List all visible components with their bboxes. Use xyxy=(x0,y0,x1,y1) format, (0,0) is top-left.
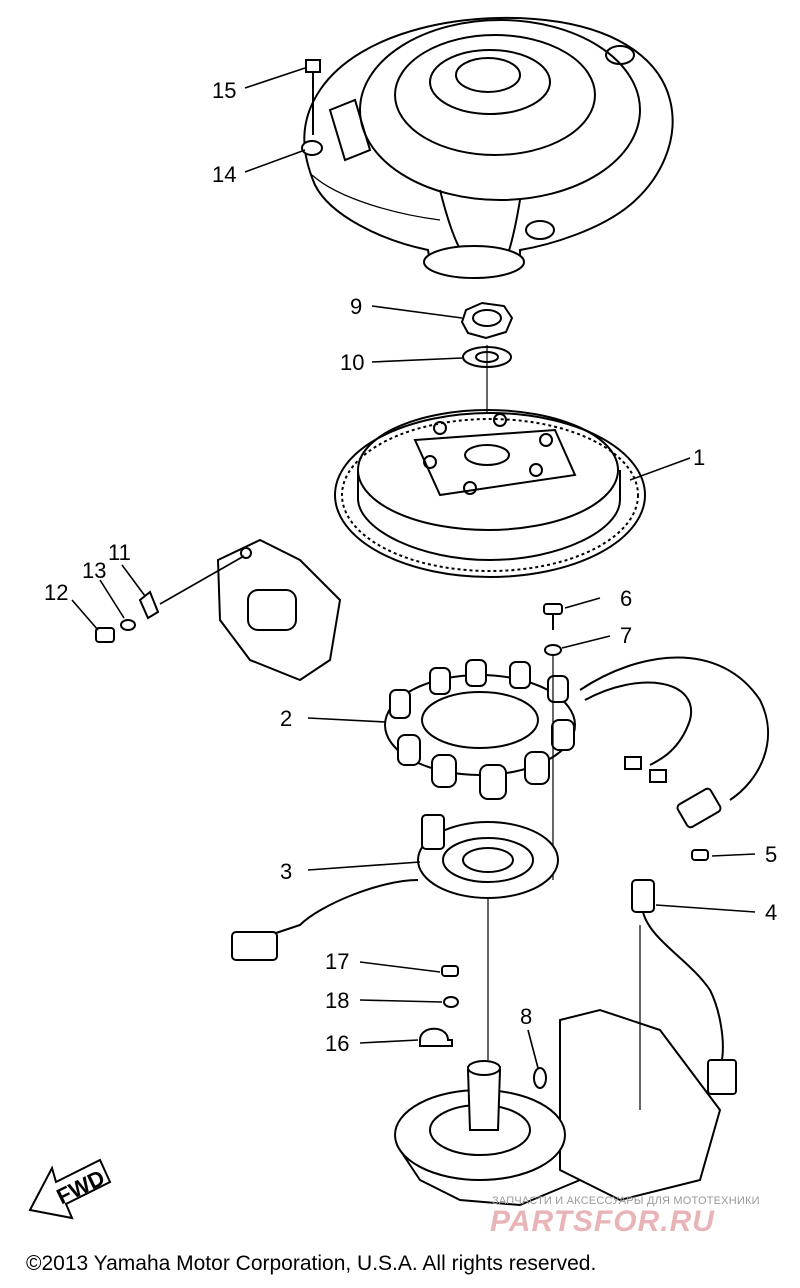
callout-13: 13 xyxy=(82,558,106,583)
callout-12: 12 xyxy=(44,580,68,605)
collar-14 xyxy=(301,140,323,156)
callout-16: 16 xyxy=(325,1031,349,1056)
callout-11: 11 xyxy=(108,540,131,565)
pulser-coil-3 xyxy=(231,814,559,961)
carburetor-bracket xyxy=(216,538,342,682)
power-head-base xyxy=(394,1008,722,1207)
washer-18 xyxy=(443,996,459,1008)
copyright-notice: ©2013 Yamaha Motor Corporation, U.S.A. A… xyxy=(26,1252,597,1275)
callout-10: 10 xyxy=(340,350,364,375)
callout-3: 3 xyxy=(280,859,292,884)
callout-5: 5 xyxy=(765,842,777,867)
washer-13 xyxy=(120,619,136,631)
bolt-12 xyxy=(95,627,115,643)
washer-7 xyxy=(544,644,562,656)
callout-14: 14 xyxy=(212,162,236,187)
callout-labels: 15 14 9 10 1 11 13 12 6 7 2 3 5 4 17 18 … xyxy=(44,78,777,1056)
bolt-15 xyxy=(305,59,321,135)
callout-9: 9 xyxy=(350,294,362,319)
flywheel-1 xyxy=(334,409,646,578)
nut-9 xyxy=(460,301,514,340)
callout-6: 6 xyxy=(620,586,632,611)
screw-5 xyxy=(691,849,709,861)
callout-7: 7 xyxy=(620,623,632,648)
bolt-6 xyxy=(543,603,563,630)
callout-18: 18 xyxy=(325,988,349,1013)
coil-4 xyxy=(631,879,737,1095)
screw-17 xyxy=(441,965,459,977)
callout-15: 15 xyxy=(212,78,236,103)
clamp-16 xyxy=(419,1027,453,1047)
callout-2: 2 xyxy=(280,706,292,731)
callout-1: 1 xyxy=(693,445,705,470)
callout-8: 8 xyxy=(520,1004,532,1029)
fwd-arrow: FWD xyxy=(28,1158,112,1220)
callout-4: 4 xyxy=(765,900,777,925)
watermark-logo: PARTSFOR.RU xyxy=(490,1205,715,1238)
stator-wire-harness xyxy=(579,656,769,829)
flywheel-cover xyxy=(303,16,674,279)
clamp-11 xyxy=(138,590,160,620)
stator-2 xyxy=(384,659,576,800)
callout-17: 17 xyxy=(325,949,349,974)
watermark-tagline: ЗАПЧАСТИ И АКСЕССУАРЫ ДЛЯ МОТОТЕХНИКИ xyxy=(492,1195,760,1207)
leader-lines xyxy=(71,67,756,1069)
